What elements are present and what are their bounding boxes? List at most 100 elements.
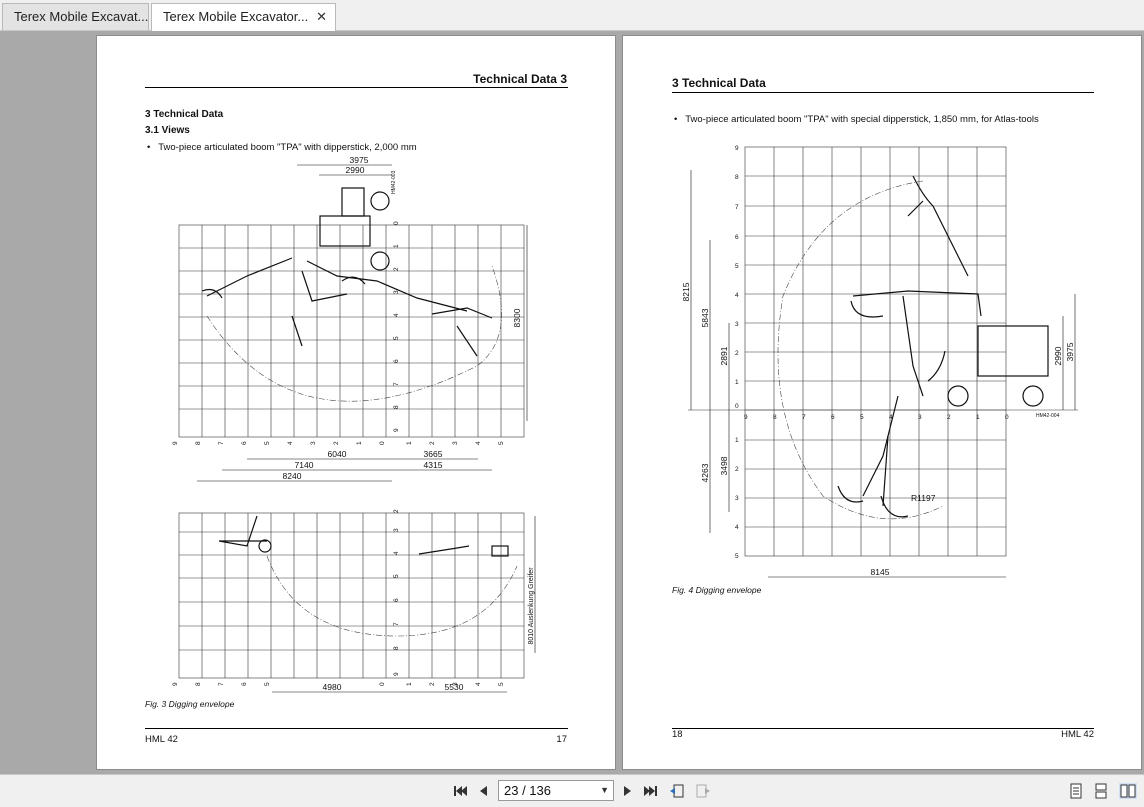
header-rule [145, 87, 568, 88]
tick-label: 6 [393, 359, 400, 363]
previous-page-button[interactable] [475, 783, 491, 799]
dim-text: 8300 [512, 308, 522, 327]
first-page-icon [454, 786, 467, 796]
dim-text: 4263 [700, 463, 710, 482]
back-button[interactable] [669, 783, 685, 799]
last-page-icon [644, 786, 657, 796]
tick-label: 8 [393, 405, 400, 409]
close-icon[interactable]: ✕ [316, 9, 327, 24]
tick-label: 1 [393, 244, 400, 248]
chevron-left-icon [480, 786, 487, 796]
tick-label: 9 [172, 441, 179, 445]
bullet-text: Two-piece articulated boom "TPA" with di… [158, 142, 417, 153]
tick-label: 7 [218, 682, 225, 686]
tab-document-2[interactable]: Terex Mobile Excavator... ✕ [151, 3, 336, 31]
dim-text: 3975 [350, 155, 369, 165]
navigation-toolbar: 23 / 136 ▼ [0, 774, 1144, 807]
tick-label: 4 [475, 682, 482, 686]
first-page-button[interactable] [452, 783, 468, 799]
tick-label: 0 [735, 403, 739, 410]
tick-label: 9 [744, 414, 748, 421]
dim-text: 8240 [283, 471, 302, 481]
section-title: 3 Technical Data [145, 109, 224, 120]
chevron-down-icon[interactable]: ▼ [600, 785, 609, 795]
tick-label: 5 [393, 336, 400, 340]
tick-label: 9 [393, 428, 400, 432]
tick-label: 8 [735, 174, 739, 181]
bullet-item: • Two-piece articulated boom "TPA" with … [147, 142, 417, 153]
tab-label: Terex Mobile Excavat... [14, 9, 149, 24]
dim-text: 4315 [424, 460, 443, 470]
tick-label: 2 [333, 441, 340, 445]
bullet-text: Two-piece articulated boom "TPA" with sp… [685, 114, 1039, 125]
tick-label: 3 [735, 495, 739, 502]
dim-text: 8145 [871, 567, 890, 577]
tick-label: 6 [393, 598, 400, 602]
dim-text: 2990 [346, 165, 365, 175]
tick-label: 5 [735, 553, 739, 560]
bullet-item: • Two-piece articulated boom "TPA" with … [674, 114, 1039, 125]
tab-bar: Terex Mobile Excavat... Terex Mobile Exc… [0, 0, 1144, 31]
dim-text: 5530 [445, 682, 464, 692]
continuous-view-button[interactable] [1093, 783, 1109, 799]
tick-label: 3 [393, 528, 400, 532]
figure-caption: Fig. 3 Digging envelope [145, 699, 235, 709]
dim-text: 8215 [681, 282, 691, 301]
tick-label: 2 [429, 682, 436, 686]
tick-label: 6 [831, 414, 835, 421]
back-view-icon [670, 784, 684, 798]
tick-label: 3 [452, 441, 459, 445]
tick-label: 6 [241, 441, 248, 445]
tick-label: 0 [379, 682, 386, 686]
tick-label: 1 [406, 682, 413, 686]
header-rule [672, 92, 1094, 93]
tab-document-1[interactable]: Terex Mobile Excavat... [2, 3, 149, 30]
tick-label: 3 [393, 290, 400, 294]
page-number: 17 [556, 734, 567, 745]
tick-label: 9 [393, 672, 400, 676]
tick-label: 3 [735, 321, 739, 328]
tick-label: 1 [735, 379, 739, 386]
dim-text: 5843 [700, 308, 710, 327]
tick-label: 4 [475, 441, 482, 445]
page-18: 3 Technical Data • Two-piece articulated… [623, 36, 1141, 769]
forward-view-icon [696, 784, 710, 798]
tick-label: 3 [310, 441, 317, 445]
tick-label: 5 [264, 441, 271, 445]
tick-label: 4 [735, 292, 739, 299]
dim-text: 6040 [328, 449, 347, 459]
drawing-code: HM42-004 [1036, 413, 1060, 419]
tick-label: 1 [735, 437, 739, 444]
drawing-code: HM42-003 [391, 170, 397, 194]
tab-label: Terex Mobile Excavator... [163, 9, 309, 24]
page-number-input[interactable]: 23 / 136 ▼ [498, 780, 614, 801]
single-page-icon [1070, 783, 1082, 799]
facing-pages-icon [1119, 783, 1137, 799]
tick-label: 4 [393, 313, 400, 317]
dim-text: 3975 [1065, 342, 1075, 361]
page-indicator-text: 23 / 136 [504, 783, 551, 798]
tick-label: 7 [802, 414, 806, 421]
next-page-button[interactable] [620, 783, 636, 799]
single-page-view-button[interactable] [1068, 783, 1084, 799]
tick-label: 4 [889, 414, 893, 421]
tick-label: 5 [735, 263, 739, 270]
dim-text: 2891 [719, 346, 729, 365]
tick-label: 9 [735, 145, 739, 152]
facing-view-button[interactable] [1118, 783, 1138, 799]
last-page-button[interactable] [643, 783, 659, 799]
tick-label: 2 [735, 466, 739, 473]
subsection-title: 3.1 Views [145, 125, 190, 136]
footer-rule [145, 728, 568, 729]
tick-label: 7 [218, 441, 225, 445]
tick-label: 8 [195, 441, 202, 445]
forward-button[interactable] [695, 783, 711, 799]
tick-label: 2 [735, 350, 739, 357]
tick-label: 8 [393, 646, 400, 650]
digging-envelope-drawing-bottom: 4980 5530 8010 Auslenkung Greifer 9 8 7 … [172, 509, 536, 693]
footer-left: HML 42 [145, 734, 178, 745]
chevron-right-icon [624, 786, 631, 796]
tick-label: 8 [773, 414, 777, 421]
dim-text: 8010 Auslenkung Greifer [528, 567, 535, 645]
tick-label: 0 [379, 441, 386, 445]
